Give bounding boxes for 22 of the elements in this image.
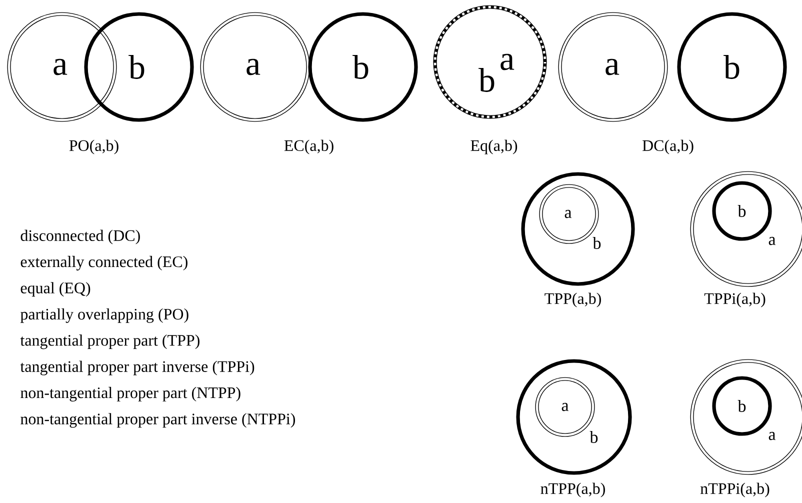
relation-caption: TPP(a,b) — [544, 292, 601, 308]
relation-caption: nTPPi(a,b) — [700, 482, 770, 498]
list-item: non-tangential proper part (NTPP) — [20, 386, 240, 402]
relation-caption: TPPi(a,b) — [704, 292, 766, 308]
relation-caption: nTPP(a,b) — [540, 482, 605, 498]
circle-region: b — [308, 12, 418, 122]
list-item: tangential proper part inverse (TPPi) — [20, 360, 254, 376]
circle-region: a — [200, 12, 310, 122]
relation-caption: DC(a,b) — [642, 140, 694, 154]
circle-region: a — [7, 12, 117, 122]
relation-caption: Eq(a,b) — [470, 140, 518, 154]
list-item: partially overlapping (PO) — [20, 308, 188, 323]
circle-region: b — [677, 12, 787, 122]
list-item: externally connected (EC) — [20, 256, 188, 270]
circle-region: b — [84, 12, 194, 122]
circle-region: a — [558, 12, 668, 122]
list-item: equal (EQ) — [20, 282, 90, 297]
list-item: non-tangential proper part inverse (NTPPi) — [20, 413, 295, 428]
list-item: disconnected (DC) — [20, 230, 140, 244]
relation-caption: EC(a,b) — [284, 140, 334, 154]
list-item: tangential proper part (TPP) — [20, 334, 200, 350]
relation-caption: PO(a,b) — [69, 140, 118, 154]
